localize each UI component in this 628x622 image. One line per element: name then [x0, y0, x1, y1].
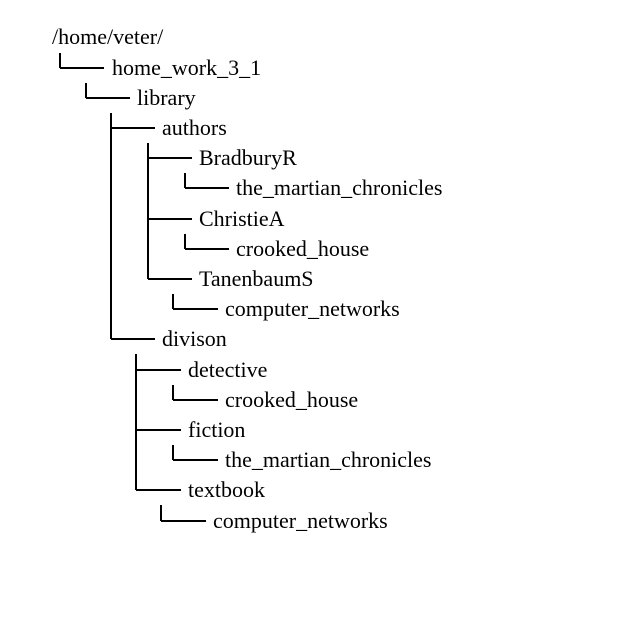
tree-node-fiction: fiction	[188, 417, 246, 442]
tree-node-bradbury: BradburyR	[199, 145, 297, 170]
tree-node-detective: detective	[188, 357, 268, 382]
tree-node-tanenbaum-book: computer_networks	[225, 296, 400, 321]
tree-node-christie-book: crooked_house	[236, 236, 370, 261]
tree-root-path: /home/veter/	[52, 24, 164, 49]
tree-node-textbook-book: computer_networks	[213, 508, 388, 533]
tree-node-tanenbaum: TanenbaumS	[199, 266, 314, 291]
tree-node-fiction-book: the_martian_chronicles	[225, 447, 432, 472]
tree-node-library: library	[137, 85, 196, 110]
tree-node-bradbury-book: the_martian_chronicles	[236, 175, 443, 200]
tree-node-textbook: textbook	[188, 477, 265, 502]
tree-node-home-work: home_work_3_1	[112, 55, 262, 80]
tree-node-detective-book: crooked_house	[225, 387, 359, 412]
tree-node-divison: divison	[162, 326, 227, 351]
tree-node-authors: authors	[162, 115, 227, 140]
tree-node-christie: ChristieA	[199, 206, 285, 231]
